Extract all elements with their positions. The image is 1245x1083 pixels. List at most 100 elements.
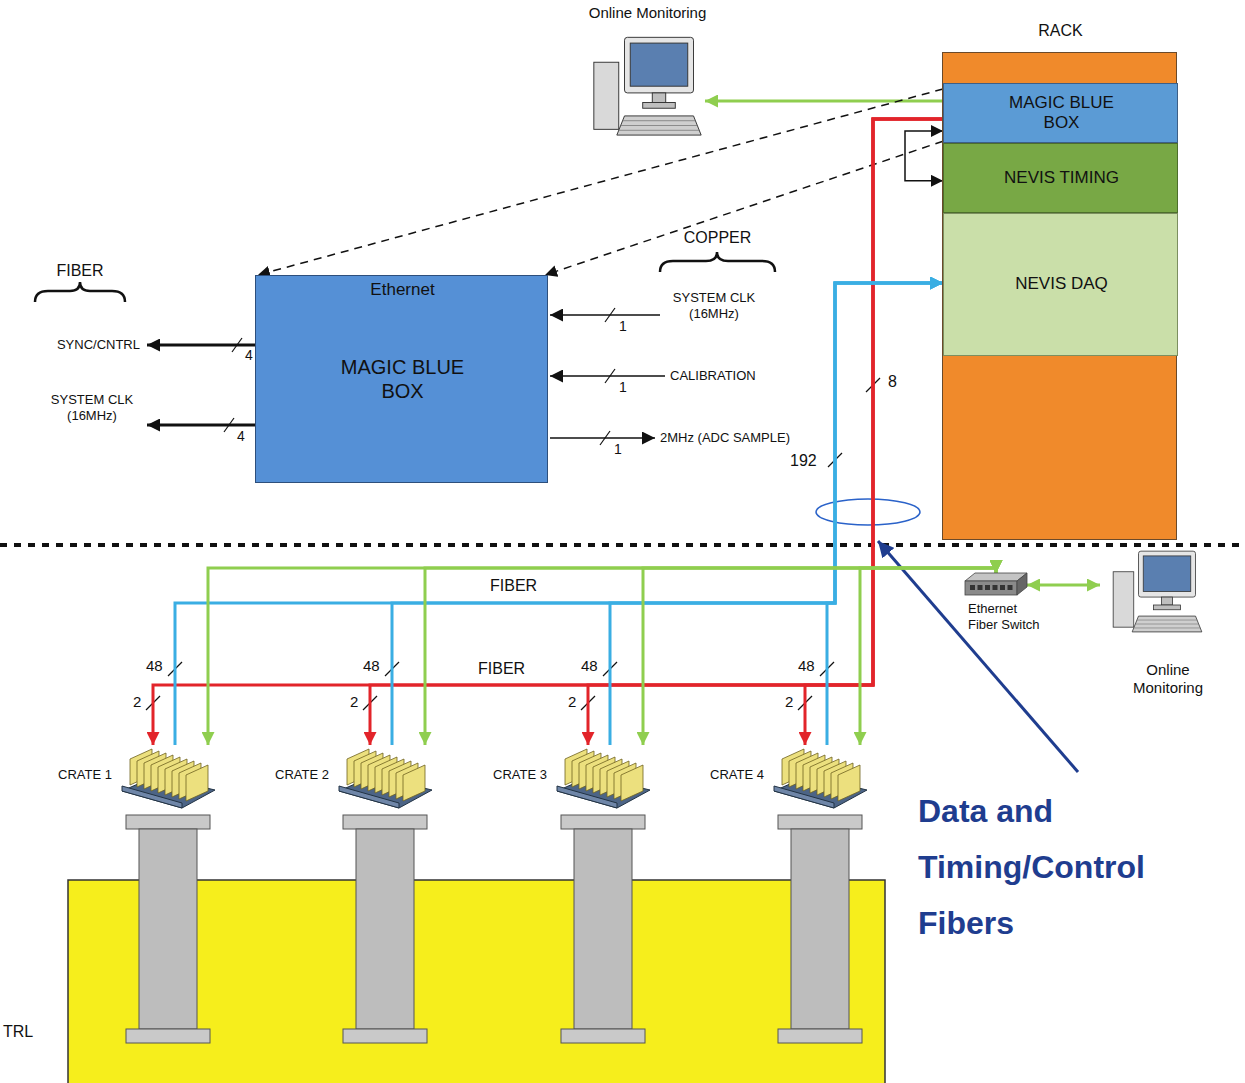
computer-monitor [625, 37, 694, 93]
pillar-base [343, 1029, 427, 1043]
connector [643, 568, 996, 745]
icon [590, 32, 705, 150]
pillar-group [126, 815, 862, 1043]
pillar-column [356, 829, 414, 1029]
monitor-base [643, 103, 676, 109]
bus-width: 48 [361, 657, 382, 675]
pillar-base [778, 1029, 862, 1043]
keyboard [617, 116, 701, 135]
pillar-column [139, 829, 197, 1029]
connector [805, 119, 943, 745]
pillar-base [561, 1029, 645, 1043]
computer-screen [1143, 556, 1191, 592]
switch-port [1000, 585, 1005, 590]
monitor-computer: Online Monitoring [590, 32, 705, 150]
pillar-cap [126, 815, 210, 829]
node-label: Ethernet [256, 280, 549, 300]
bus-width: 1 [619, 379, 627, 396]
crate-front [557, 786, 617, 808]
process-box: EthernetMAGIC BLUE BOX [255, 275, 548, 483]
medium-label: FIBER [490, 576, 537, 595]
computer-monitor [1139, 551, 1196, 597]
switch-top [965, 573, 1027, 581]
computer-tower [1113, 572, 1134, 627]
icon [965, 573, 1027, 597]
bus-width: 2 [566, 693, 578, 711]
bus-width: 1 [614, 441, 622, 458]
electronics-crate: CRATE 2 [335, 745, 435, 810]
bus-width: 2 [783, 693, 795, 711]
rack-unit: MAGIC BLUE BOX [943, 83, 1178, 143]
callout-text: Data and Timing/Control Fibers [918, 783, 1218, 951]
callout-ellipse [816, 499, 920, 525]
crate-front [774, 786, 834, 808]
bus-width: 4 [245, 347, 253, 364]
monitor-base [1154, 605, 1181, 610]
electronics-crate: CRATE 3 [553, 745, 653, 810]
key-row [1137, 620, 1197, 621]
icon [1100, 548, 1215, 643]
computer-screen [630, 43, 688, 86]
bus-slash [600, 431, 610, 445]
crate-front [339, 786, 399, 808]
bus-width: 2 [348, 693, 360, 711]
key-row [623, 120, 696, 121]
key-row [1135, 624, 1198, 625]
icon [335, 745, 435, 810]
crate-card [621, 765, 643, 801]
callout-arrow [878, 541, 1078, 772]
node-caption: Online Monitoring [1118, 661, 1218, 697]
node-label: MAGIC BLUE BOX [1001, 93, 1122, 134]
signal-arrow [550, 314, 660, 316]
node-caption: CRATE 2 [259, 767, 329, 783]
medium-label: COPPER [665, 228, 770, 247]
node-caption: Ethernet Fiber Switch [968, 601, 1048, 632]
connector [705, 100, 943, 103]
connector [1027, 584, 1100, 587]
node-label: NEVIS DAQ [944, 274, 1179, 294]
connector [827, 283, 943, 745]
electronics-crate: CRATE 1 [118, 745, 218, 810]
pillar-cap [343, 815, 427, 829]
node-caption: CRATE 3 [477, 767, 547, 783]
node-caption: CRATE 4 [694, 767, 764, 783]
bus-width: 8 [888, 372, 897, 391]
signal-arrow [550, 375, 665, 377]
bus-width: 4 [237, 428, 245, 445]
signal-name: SYNC/CNTRL [15, 337, 140, 353]
bus-slash [224, 418, 234, 432]
switch-port [978, 585, 983, 590]
monitor-stand [1161, 597, 1172, 605]
pillar-column [574, 829, 632, 1029]
pillar-cap [778, 815, 862, 829]
crate-front [122, 786, 182, 808]
key-row [621, 125, 698, 126]
signal-arrow [550, 437, 655, 439]
connector [153, 119, 943, 745]
computer-tower [594, 62, 619, 129]
node-label: RACK [943, 21, 1178, 40]
bus-width: 48 [579, 657, 600, 675]
connector [208, 568, 996, 745]
signal-arrow [147, 344, 255, 347]
connector [610, 283, 943, 745]
medium-label: FIBER [45, 261, 115, 280]
signal-name: SYSTEM CLK (16MHz) [664, 290, 764, 321]
switch-side [1017, 573, 1027, 595]
connector [425, 568, 996, 745]
brace [35, 282, 125, 302]
icon [553, 745, 653, 810]
equipment-rack: RACKMAGIC BLUE BOXNEVIS TIMINGNEVIS DAQ [942, 52, 1177, 540]
brace [660, 252, 775, 272]
rack-unit: NEVIS DAQ [943, 213, 1178, 356]
connector [588, 119, 943, 745]
cut-off-label: TRL [3, 1022, 33, 1041]
connector [545, 141, 943, 275]
switch-port [993, 585, 998, 590]
icon [118, 745, 218, 810]
signal-name: CALIBRATION [670, 368, 756, 384]
node-label: NEVIS TIMING [944, 168, 1179, 188]
crate-card [186, 765, 208, 801]
